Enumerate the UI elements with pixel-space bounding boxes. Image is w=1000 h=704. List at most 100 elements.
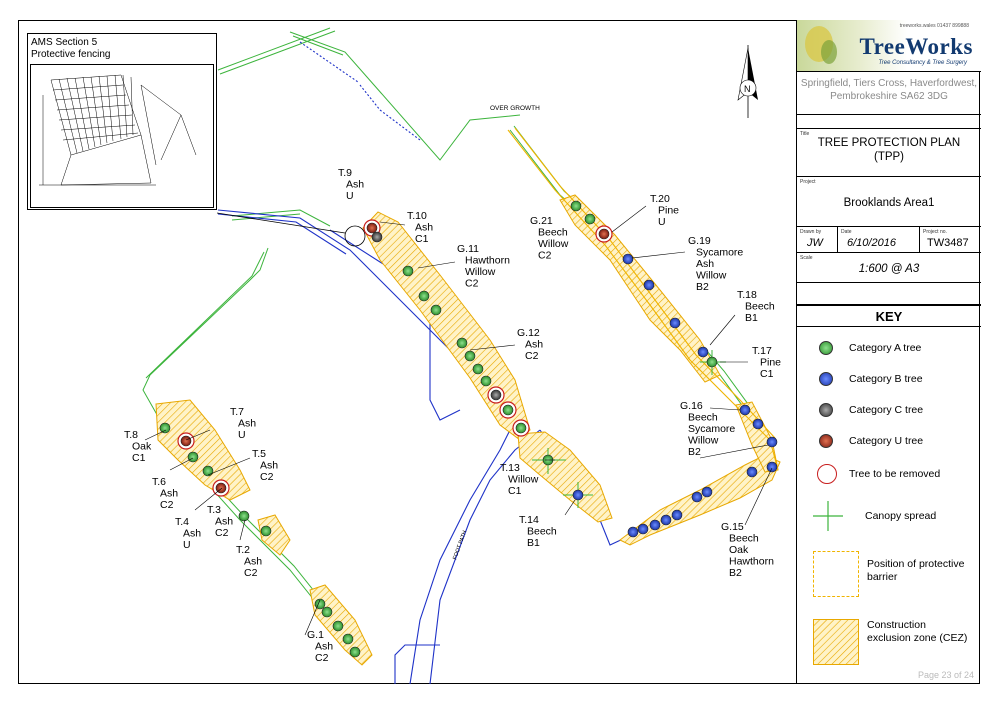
tree-dot-g16 [766, 436, 778, 448]
inset-title: AMS Section 5 [31, 37, 98, 48]
tree-dot-g12 [502, 404, 514, 416]
tree-dot-g21 [584, 213, 596, 225]
green-dot-icon [819, 341, 833, 355]
tree-dot-g11 [464, 350, 476, 362]
key-item-cez: Construction exclusion zone (CEZ) [797, 617, 981, 667]
key-item-canopy: Canopy spread [797, 497, 981, 537]
company-contact: treeworks.wales 01437 899888 [899, 23, 969, 29]
title-cell: Title TREE PROTECTION PLAN (TPP) [797, 129, 981, 177]
tree-dot-g11 [480, 375, 492, 387]
removal-circle-icon [817, 464, 837, 484]
tree-dot-g15 [701, 486, 713, 498]
page-number: Page 23 of 24 [917, 670, 974, 680]
tree-dot-t6 [187, 451, 199, 463]
blue-dot-icon [819, 372, 833, 386]
tree-dot-g1 [349, 646, 361, 658]
key-label: Category C tree [849, 404, 924, 416]
tree-dot-g15 [649, 519, 661, 531]
tree-dot-t5 [202, 465, 214, 477]
key-item-category-c: Category C tree [797, 395, 981, 425]
key-label: Category U tree [849, 435, 924, 447]
tree-dot-g15 [671, 509, 683, 521]
tree-dot-g15 [746, 466, 758, 478]
company-tagline: Tree Consultancy & Tree Surgery [878, 60, 967, 66]
title-caption: Title [800, 131, 810, 137]
key-label: Category B tree [849, 373, 923, 385]
spacer-row-2 [797, 283, 981, 305]
tree-dot-t20 [598, 228, 610, 240]
tree-dot-g12 [515, 422, 527, 434]
tree-dot-t7 [180, 435, 192, 447]
title-block: treeworks.wales 01437 899888 TreeWorks T… [796, 20, 981, 684]
date-caption: Date [841, 229, 852, 235]
drawn-row: Drawn by JW Date 6/10/2016 Project no. T… [797, 227, 981, 253]
drawing-title: TREE PROTECTION PLAN [817, 137, 961, 149]
drawing-date: 6/10/2016 [847, 237, 896, 249]
canopy-cross-icon [813, 501, 843, 531]
protective-barriers [507, 127, 779, 471]
key-label: Construction exclusion zone (CEZ) [867, 619, 968, 644]
tree-dot-g15 [660, 514, 672, 526]
drawn-by-caption: Drawn by [800, 229, 822, 235]
fence-callout-circle [344, 225, 366, 247]
project-caption: Project [800, 179, 816, 185]
key-item-category-a: Category A tree [797, 333, 981, 363]
tree-dot-g1 [342, 633, 354, 645]
leaf-icon [805, 26, 837, 64]
key-label: Tree to be removed [849, 468, 941, 480]
tree-dot-g19 [669, 317, 681, 329]
company-logo: TreeWorks [859, 34, 973, 59]
inset-leader [216, 212, 346, 234]
project-name: Brooklands Area1 [843, 197, 935, 209]
key-panel: Category A tree Category B tree Category… [797, 327, 981, 684]
label-leaders [144, 205, 773, 636]
grey-dot-icon [819, 403, 833, 417]
address-line2: Pembrokeshire SA62 3DG [830, 91, 948, 102]
cez-hatch-icon [813, 619, 859, 665]
address-line1: Springfield, Tiers Cross, Haverfordwest, [800, 78, 978, 89]
key-item-barrier: Position of protective barrier [797, 549, 981, 599]
key-item-removal: Tree to be removed [797, 459, 981, 489]
tree-dot-g16 [752, 418, 764, 430]
overgrowth-label: OVER GROWTH [490, 105, 540, 112]
project-number: TW3487 [927, 237, 969, 249]
tree-dot-g16 [739, 404, 751, 416]
north-arrow-icon: N [737, 45, 758, 118]
key-label: Position of protective barrier [867, 558, 965, 583]
inset-subtitle: Protective fencing [31, 49, 111, 60]
key-item-category-b: Category B tree [797, 364, 981, 394]
scale-row: Scale 1:600 @ A3 [797, 253, 981, 283]
tree-dot-g11 [456, 337, 468, 349]
tree-dot-t14 [572, 489, 584, 501]
drawing-title-abbrev: (TPP) [873, 151, 905, 163]
tree-dot-t3 [238, 510, 250, 522]
tree-dot-g11 [418, 290, 430, 302]
drawn-by: JW [807, 237, 823, 249]
tree-dot-t9 [366, 222, 378, 234]
company-address: Springfield, Tiers Cross, Haverfordwest,… [797, 72, 981, 115]
footpath-label: FOOT PATH [452, 530, 468, 561]
tree-dot-t8 [159, 422, 171, 434]
tree-dot-g15 [627, 526, 639, 538]
key-label: Canopy spread [865, 510, 937, 522]
company-logo-area: treeworks.wales 01437 899888 TreeWorks T… [797, 20, 981, 72]
key-header: KEY [797, 305, 981, 327]
north-label: N [744, 84, 751, 94]
barrier-square-icon [813, 551, 859, 597]
